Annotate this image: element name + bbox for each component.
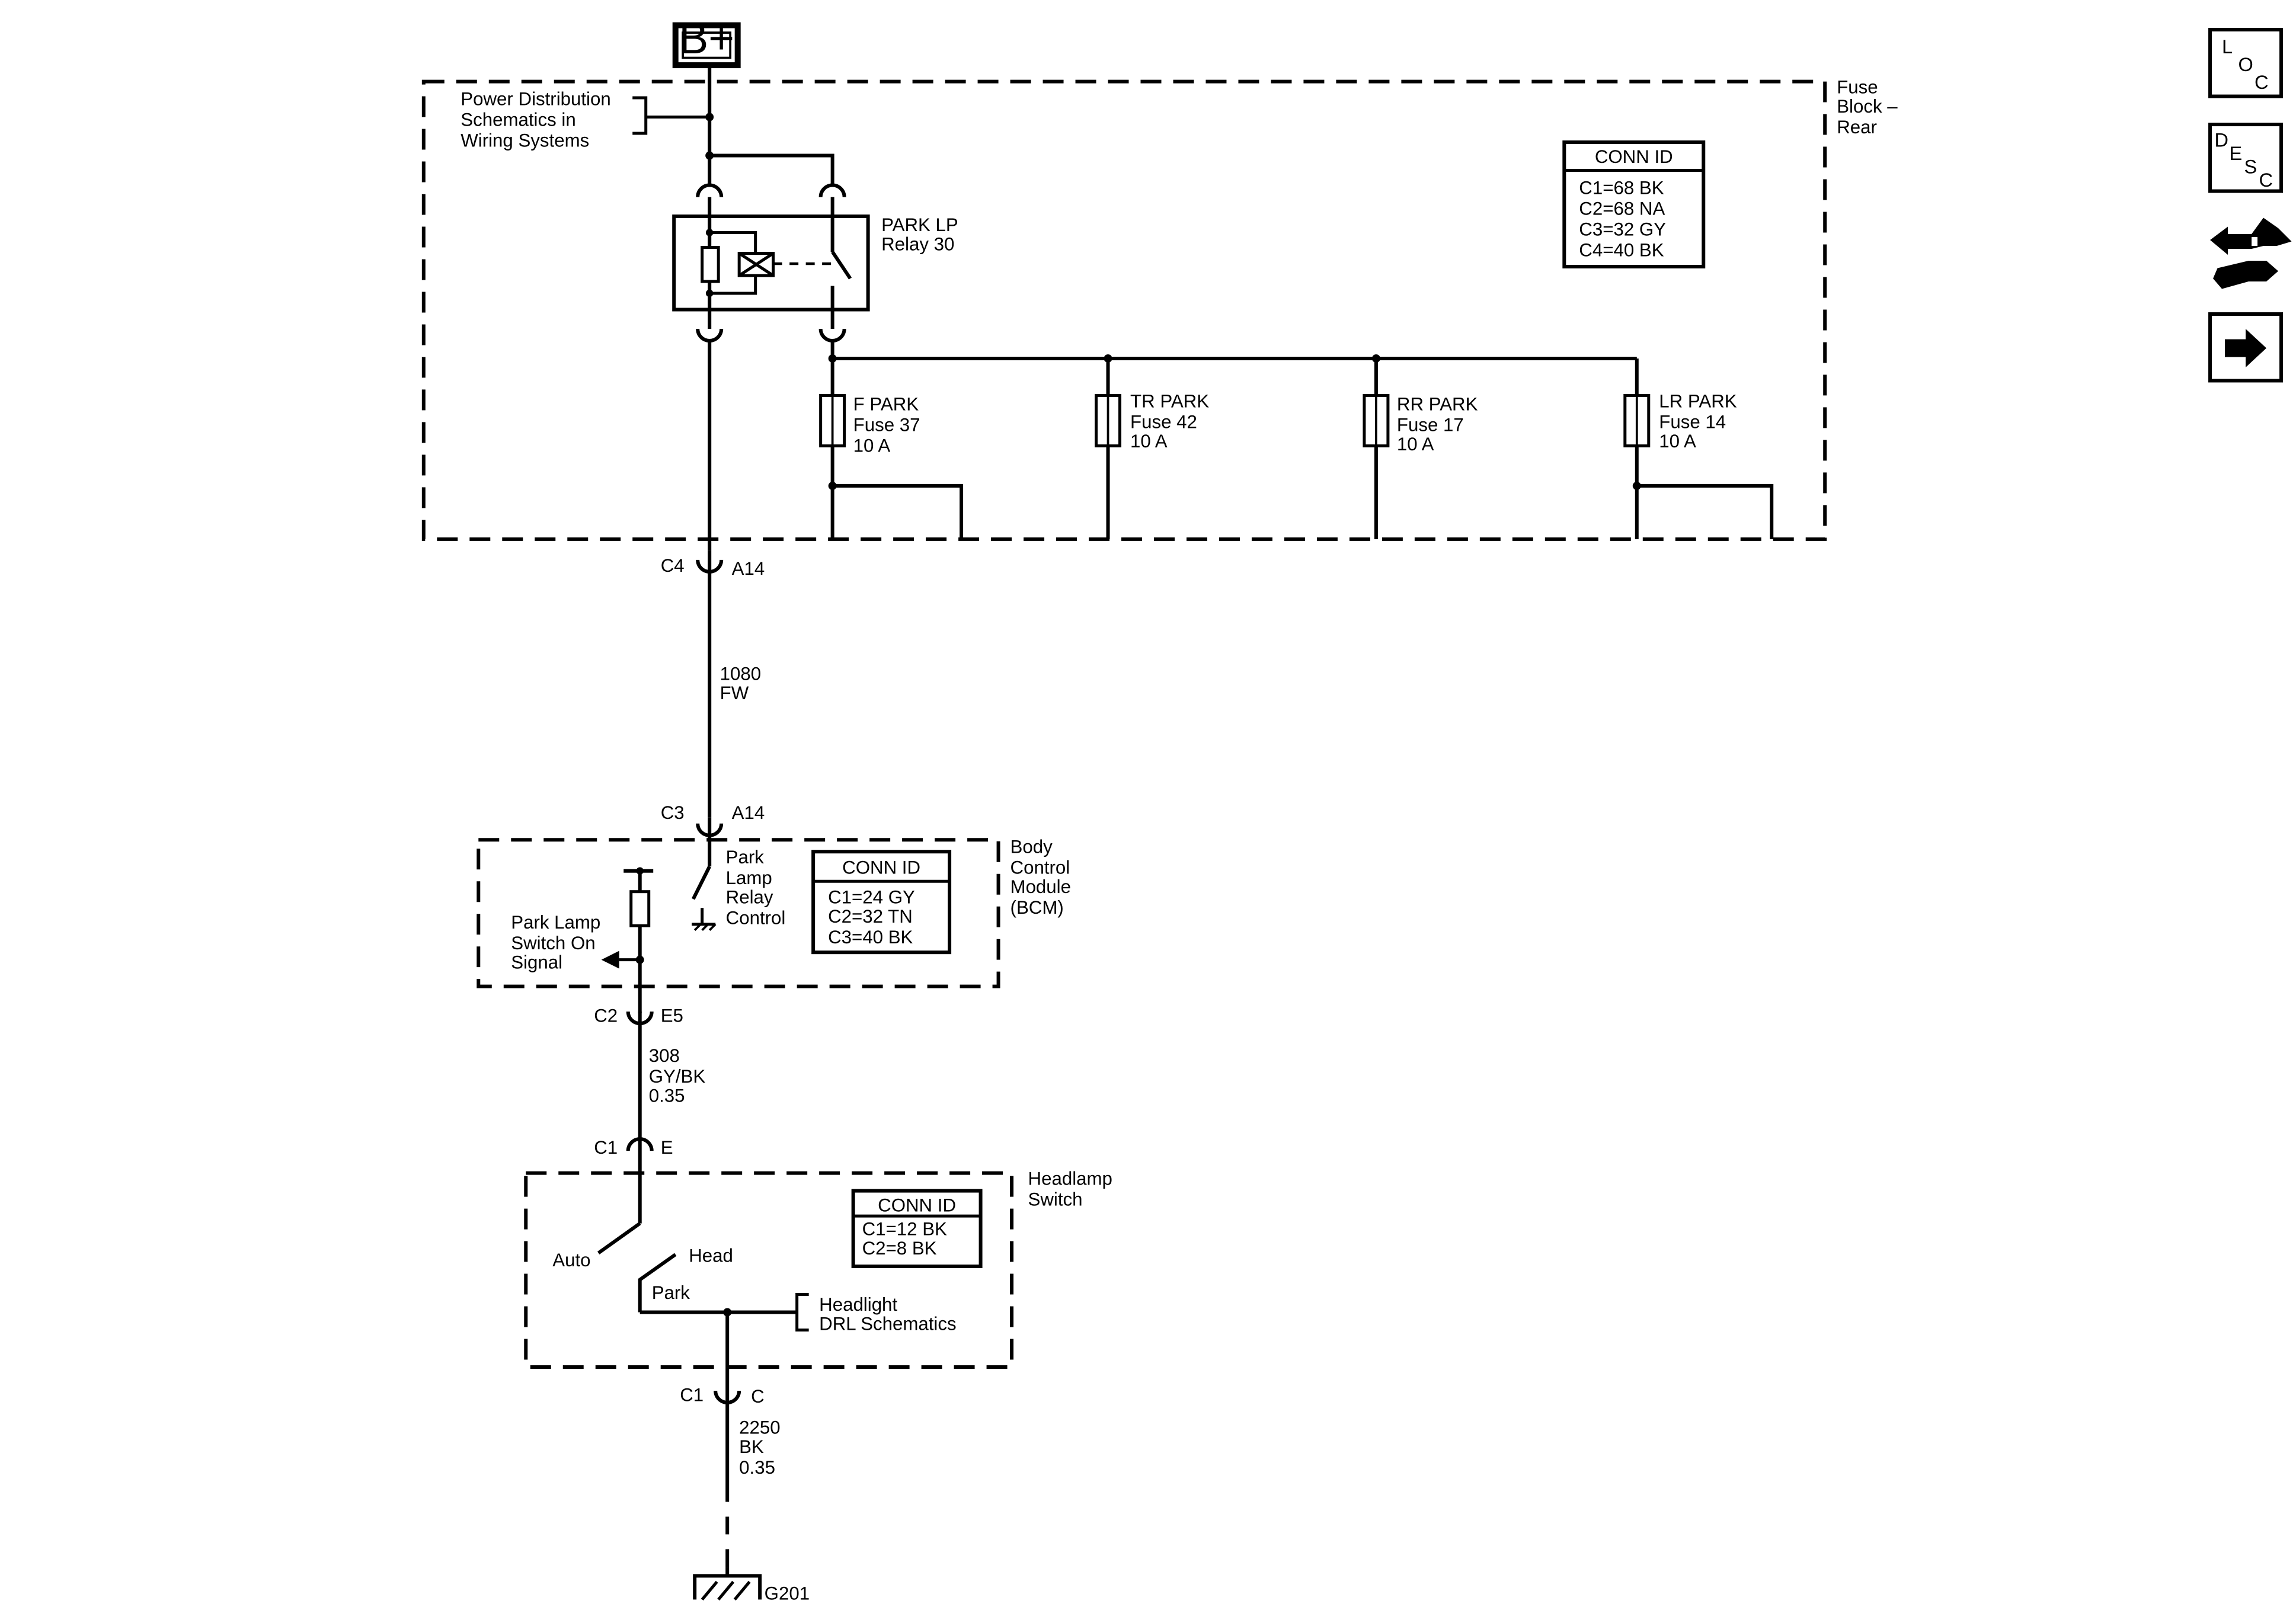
svg-text:Park Lamp Switch On: Park Lamp Switch On Signal xyxy=(511,912,606,972)
svg-text:Headlight DRL Schematics: Headlight DRL Schematics xyxy=(819,1294,956,1334)
headlamp-switch-conn-id-table: CONN ID C1=12 BK C2=8 BK xyxy=(851,1189,983,1269)
svg-text:C: C xyxy=(2259,169,2273,191)
svg-text:CONN ID: CONN ID xyxy=(878,1195,956,1216)
location-button[interactable]: L O C xyxy=(2208,28,2284,98)
svg-text:F PARK Fuse 37 10: F PARK Fuse 37 10 A xyxy=(853,393,926,456)
bcm-relay-control-switch: Park Lamp Relay Control xyxy=(692,835,786,932)
fuse-tr-park: TR PARK Fuse 42 10 A xyxy=(1095,358,1214,539)
svg-text:CONN ID: CONN ID xyxy=(1595,146,1673,167)
b-plus-feed-wire xyxy=(708,65,834,187)
description-button[interactable]: D E S C xyxy=(2208,123,2284,193)
bcm-conn-id-table: CONN ID C1=24 GY C2=32 TN C3=40 BK xyxy=(811,850,952,955)
bcm-switch-input-circuit: Park Lamp Switch On Signal xyxy=(511,867,654,1013)
wire-1080-label: 1080 FW xyxy=(720,663,766,703)
connector-c3: C3 A14 xyxy=(661,802,765,837)
svg-text:D: D xyxy=(2215,130,2228,151)
svg-text:Head: Head xyxy=(689,1246,733,1266)
svg-text:C: C xyxy=(2255,72,2268,93)
wire-308-label: 308 GY/BK 0.35 xyxy=(649,1045,711,1106)
fuse-lr-park: LR PARK Fuse 14 10 A xyxy=(1623,358,1774,539)
svg-text:C1=24 GY C2=32 TN: C1=24 GY C2=32 TN C3=40 BK xyxy=(828,887,920,948)
battery-positive-terminal: B+ xyxy=(672,13,741,69)
fuse-block-boundary xyxy=(421,79,1827,541)
svg-text:E: E xyxy=(661,1137,673,1158)
next-arrow-button[interactable] xyxy=(2208,312,2284,383)
headlamp-switch-label: Headlamp Switch xyxy=(1028,1169,1118,1210)
park-lamp-relay: PARK LP Relay 30 xyxy=(672,183,963,343)
svg-text:A14: A14 xyxy=(732,558,765,579)
svg-text:C1=68 BK C2=68 NA: C1=68 BK C2=68 NA C3=32 GY C4=40 BK xyxy=(1579,178,1671,261)
svg-text:A14: A14 xyxy=(732,802,765,823)
svg-text:Park: Park xyxy=(652,1282,690,1303)
bcm-boundary xyxy=(477,838,1000,988)
svg-text:C1: C1 xyxy=(680,1384,703,1405)
headlight-drl-reference[interactable]: Headlight DRL Schematics xyxy=(795,1293,957,1334)
splice-dot xyxy=(705,151,714,160)
svg-text:Park Lamp Relay: Park Lamp Relay Control xyxy=(726,847,786,928)
fuse-f-park: F PARK Fuse 37 10 A xyxy=(819,358,964,539)
svg-text:C3: C3 xyxy=(661,802,685,823)
headlamp-switch-boundary xyxy=(524,1171,1014,1369)
svg-text:Auto: Auto xyxy=(552,1250,590,1270)
connector-c1-c: C1 C xyxy=(680,1380,765,1407)
svg-text:S: S xyxy=(2244,156,2257,178)
fuse-bus-wire xyxy=(830,339,1637,360)
svg-text:O: O xyxy=(2239,54,2253,75)
fuse-rr-park: RR PARK Fuse 17 10 A xyxy=(1363,358,1483,539)
svg-text:C1=12 BK C2=8 BK: C1=12 BK C2=8 BK xyxy=(862,1219,952,1259)
splice-dot xyxy=(705,113,714,121)
fuse-block-conn-id-table: CONN ID C1=68 BK C2=68 NA C3=32 GY C4=40… xyxy=(1562,140,1706,268)
relay-label: PARK LP Relay 30 xyxy=(881,215,963,254)
connector-c2: C2 E5 xyxy=(594,1006,683,1026)
svg-text:L: L xyxy=(2222,36,2233,57)
svg-text:G201: G201 xyxy=(765,1583,810,1603)
svg-text:C1: C1 xyxy=(594,1137,618,1158)
battery-positive-label: B+ xyxy=(679,13,734,63)
svg-text:E: E xyxy=(2230,143,2243,164)
svg-text:C4: C4 xyxy=(661,555,685,576)
repair-connection-icon[interactable] xyxy=(2210,217,2292,289)
bcm-label: Body Control Module (BCM) xyxy=(1011,837,1076,918)
svg-text:C: C xyxy=(751,1386,765,1407)
svg-text:TR PARK Fuse 42 10: TR PARK Fuse 42 10 A xyxy=(1130,391,1214,451)
ground-g201: G201 xyxy=(693,1567,810,1603)
connector-c1-e: C1 E xyxy=(594,1137,673,1170)
power-distribution-reference[interactable]: Power Distribution Schematics in Wiring … xyxy=(461,89,710,151)
svg-text:Power Distribution Schem: Power Distribution Schematics in Wiring … xyxy=(461,89,616,151)
wire-2250-label: 2250 BK 0.35 xyxy=(739,1417,785,1477)
svg-text:CONN ID: CONN ID xyxy=(842,857,920,878)
svg-text:E5: E5 xyxy=(661,1006,683,1026)
svg-text:C2: C2 xyxy=(594,1006,618,1026)
headlamp-switch-contacts: Auto Head Park xyxy=(552,1170,797,1381)
connector-c4: C4 A14 xyxy=(661,550,765,579)
svg-text:LR PARK Fuse 14 10: LR PARK Fuse 14 10 A xyxy=(1659,391,1742,451)
fuse-block-label: Fuse Block – Rear xyxy=(1837,77,1902,137)
svg-text:RR PARK Fuse 17 10: RR PARK Fuse 17 10 A xyxy=(1397,393,1483,454)
